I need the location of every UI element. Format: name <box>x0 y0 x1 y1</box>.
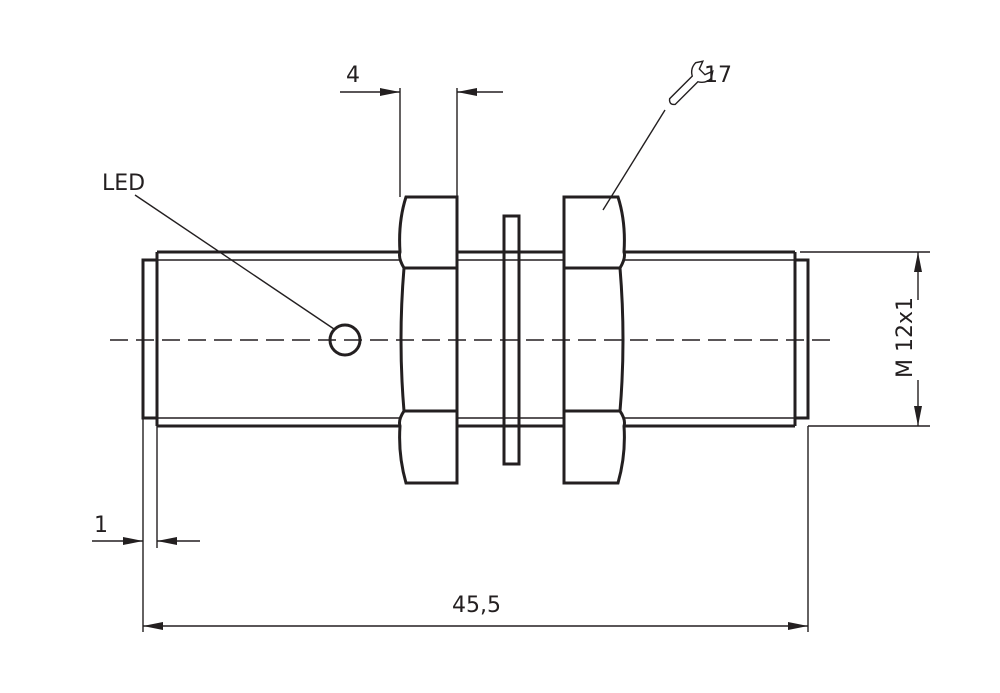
nut-width-dimension: 4 <box>340 63 503 197</box>
hex-nut-right <box>562 195 626 485</box>
wrench-size-value: 17 <box>704 63 732 88</box>
end-cap-dimension: 1 <box>92 418 200 632</box>
total-length-dimension: 45,5 <box>143 426 809 632</box>
led-indicator <box>328 323 362 357</box>
wrench-icon <box>668 60 714 106</box>
left-end-cap <box>141 258 159 420</box>
led-label: LED <box>102 171 145 196</box>
thread-dimension: M 12x1 <box>800 251 930 427</box>
thread-label: M 12x1 <box>893 297 918 378</box>
right-end-cap <box>793 258 810 420</box>
led-leader-line <box>134 194 335 330</box>
nut-width-value: 4 <box>346 63 360 88</box>
total-length-value: 45,5 <box>452 593 501 618</box>
sensor-body <box>155 250 797 428</box>
end-cap-value: 1 <box>94 513 108 538</box>
wrench-size-callout: 17 <box>602 60 732 211</box>
hex-nut-left <box>398 195 459 485</box>
